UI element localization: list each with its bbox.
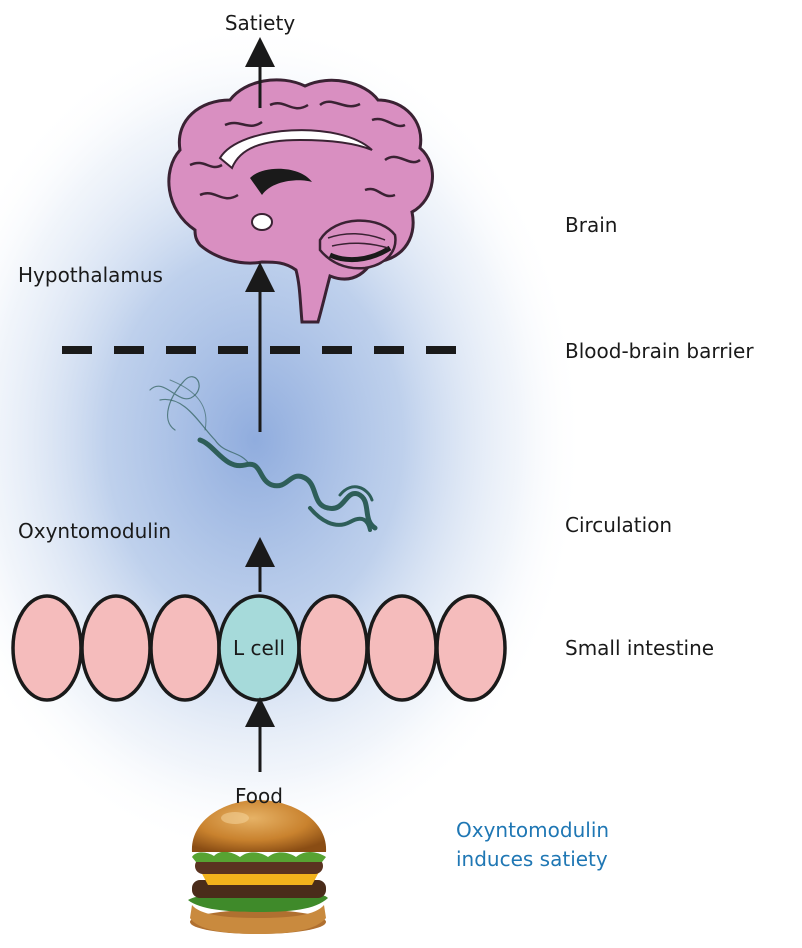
oxyntomodulin-label: Oxyntomodulin (18, 519, 171, 543)
intestine-cell (437, 596, 505, 700)
intestine-cell (82, 596, 150, 700)
satiety-label: Satiety (225, 11, 295, 35)
blood-brain-barrier-label: Blood-brain barrier (565, 339, 754, 363)
hamburger-illustration (188, 800, 328, 934)
intestine-cell (151, 596, 219, 700)
hypothalamus-label: Hypothalamus (18, 263, 163, 287)
intestine-cell (299, 596, 367, 700)
caption-line-1: Oxyntomodulin (456, 818, 609, 842)
food-label: Food (235, 784, 283, 808)
intestine-cell (368, 596, 436, 700)
circulation-label: Circulation (565, 513, 672, 537)
l-cell-label: L cell (233, 636, 285, 660)
small-intestine-label: Small intestine (565, 636, 714, 660)
intestine-cell (13, 596, 81, 700)
brain-label: Brain (565, 213, 617, 237)
caption-line-2: induces satiety (456, 847, 608, 871)
